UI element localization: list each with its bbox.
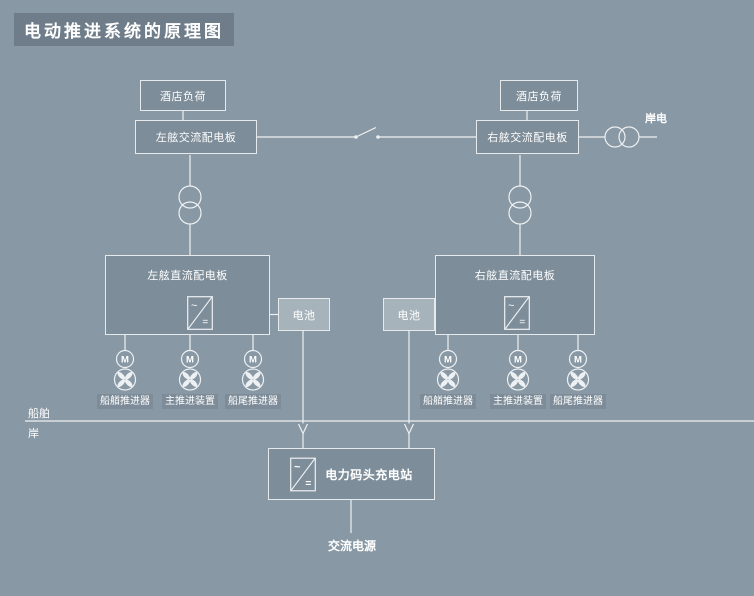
switch-icon	[355, 126, 377, 138]
ac-switchboard-box-port: 左舷交流配电板	[135, 120, 257, 154]
hotel-load-box-starboard: 酒店负荷	[500, 80, 578, 111]
battery-box-starboard: 电池	[383, 298, 435, 331]
propeller-icon	[436, 368, 460, 391]
inverter-icon: ~ =	[504, 296, 530, 330]
battery-label-port: 电池	[292, 309, 316, 322]
thruster-unit-port-bow: M	[113, 335, 137, 391]
page-title: 电动推进系统的原理图	[14, 13, 234, 46]
thruster-label-port-main: 主推进装置	[162, 394, 218, 409]
transformer-drop-port	[178, 155, 202, 255]
hotel-load-box-port: 酒店负荷	[140, 80, 226, 111]
motor-letter: M	[121, 355, 129, 366]
propeller-icon	[566, 368, 590, 391]
ac-glyph: ~	[294, 461, 301, 473]
ac-glyph: ~	[508, 300, 515, 312]
transformer-drop-starboard	[508, 155, 532, 255]
ac-switchboard-box-starboard: 右舷交流配电板	[476, 120, 579, 154]
plug-icon-starboard	[403, 423, 415, 434]
ac-source-label: 交流电源	[327, 539, 377, 553]
dc-switchboard-box-starboard: 右舷直流配电板 ~ =	[435, 255, 595, 335]
dc-glyph: =	[306, 478, 312, 489]
hotel-load-label-starboard: 酒店负荷	[516, 90, 562, 103]
thruster-label-starboard-bow: 船艏推进器	[420, 394, 476, 409]
shore-connection	[579, 126, 657, 148]
inverter-icon: ~ =	[187, 296, 213, 330]
dc-glyph: =	[202, 317, 208, 328]
dc-switchboard-box-port: 左舷直流配电板 ~ =	[105, 255, 270, 335]
thruster-label-port-stern: 船尾推进器	[225, 394, 281, 409]
hotel-feeder-lines	[182, 111, 528, 121]
thruster-label-port-bow: 船艏推进器	[97, 394, 153, 409]
motor-letter: M	[249, 355, 257, 366]
motor-icon	[438, 349, 458, 369]
plug-icon-port	[297, 423, 309, 434]
thruster-unit-starboard-stern: M	[566, 335, 590, 391]
propeller-icon	[113, 368, 137, 391]
dc-glyph: =	[519, 317, 525, 328]
thruster-label-starboard-stern: 船尾推进器	[550, 394, 606, 409]
propeller-icon	[241, 368, 265, 391]
ac-switchboard-label-starboard: 右舷交流配电板	[487, 132, 568, 144]
shore-power-label: 岸电	[645, 113, 667, 125]
thruster-unit-starboard-bow: M	[436, 335, 460, 391]
motor-icon	[508, 349, 528, 369]
charging-station-label: 电力码头充电站	[325, 467, 413, 482]
dc-switchboard-label-starboard: 右舷直流配电板	[474, 270, 556, 282]
ac-switchboard-label-port: 左舷交流配电板	[155, 132, 237, 144]
battery-box-port: 电池	[278, 298, 330, 331]
hotel-load-label-port: 酒店负荷	[160, 90, 206, 103]
propeller-icon	[506, 368, 530, 391]
motor-icon	[243, 349, 263, 369]
battery-feeder-starboard	[403, 331, 415, 448]
battery-feeder-port	[270, 313, 309, 448]
motor-icon	[115, 349, 135, 369]
propeller-icon	[178, 368, 202, 391]
transformer-icon-starboard	[508, 185, 532, 225]
motor-letter: M	[444, 355, 452, 366]
motor-icon	[568, 349, 588, 369]
motor-letter: M	[514, 355, 522, 366]
thruster-unit-port-main: M	[178, 335, 202, 391]
ac-bus-tie	[257, 126, 476, 139]
ship-label: 船舶	[28, 408, 50, 420]
motor-letter: M	[186, 355, 194, 366]
dc-switchboard-label-port: 左舷直流配电板	[147, 270, 228, 282]
motor-icon	[180, 349, 200, 369]
battery-label-starboard: 电池	[397, 309, 421, 322]
charging-station-box: ~ = 电力码头充电站	[268, 448, 435, 500]
shore-label: 岸	[28, 428, 39, 440]
thruster-label-starboard-main: 主推进装置	[490, 394, 546, 409]
transformer-icon-port	[178, 185, 202, 225]
thruster-unit-starboard-main: M	[506, 335, 530, 391]
inverter-icon: ~ =	[290, 457, 317, 491]
motor-letter: M	[574, 355, 582, 366]
ac-glyph: ~	[191, 300, 198, 312]
thruster-unit-port-stern: M	[241, 335, 265, 391]
shore-transformer-icon	[604, 126, 640, 148]
